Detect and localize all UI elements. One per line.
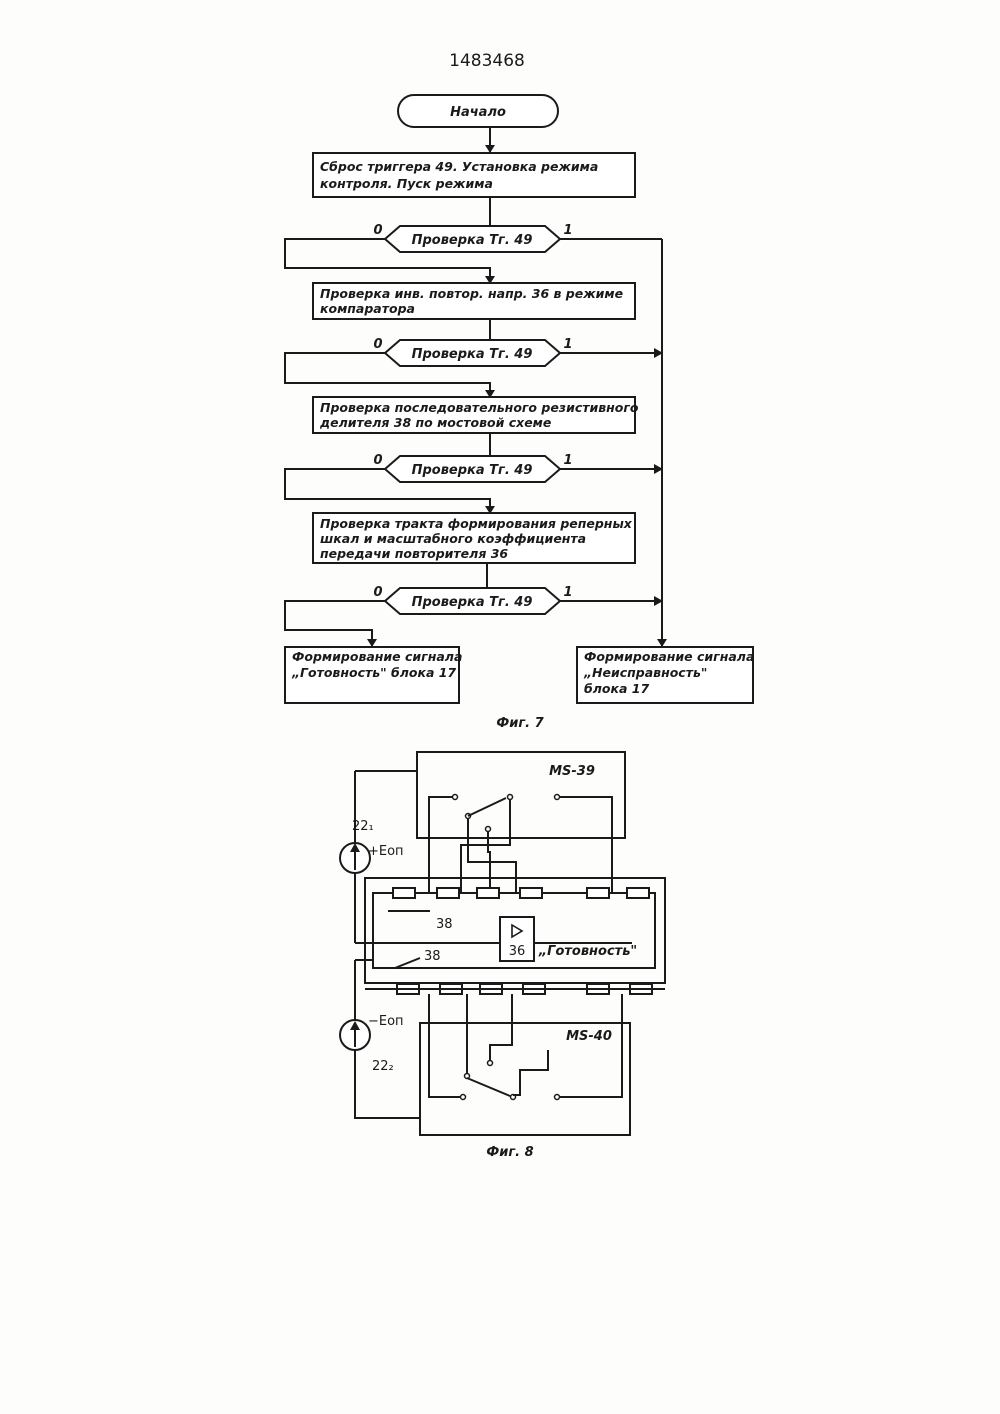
- wire: [490, 994, 512, 1061]
- contact: [488, 1061, 493, 1066]
- decision-3-zero: 0: [373, 453, 382, 468]
- wire: [513, 1050, 548, 1095]
- fig7-caption: Фиг. 7: [496, 716, 544, 731]
- ms40-label: MS-40: [566, 1029, 612, 1044]
- leader-line: [395, 958, 420, 968]
- resistor: [393, 888, 415, 898]
- circuit-diagram: MS-39 22₁ +Eоп: [340, 752, 665, 1160]
- fault-line1: Формирование сигнала: [584, 649, 754, 664]
- ready-line1: Формирование сигнала: [292, 649, 462, 664]
- e-minus-label: −Eоп: [368, 1014, 404, 1029]
- decision-1-zero: 0: [373, 223, 382, 238]
- step4-line2: шкал и масштабного коэффициента: [320, 531, 586, 546]
- fig8-caption: Фиг. 8: [486, 1145, 533, 1160]
- fault-line3: блока 17: [584, 681, 649, 696]
- contact: [508, 795, 513, 800]
- contact: [453, 795, 458, 800]
- divider-38-top-label: 38: [436, 917, 453, 932]
- flowchart: Начало Сброс триггера 49. Установка режи…: [285, 95, 754, 731]
- wire: [560, 994, 622, 1097]
- step2-line2: компаратора: [320, 301, 415, 316]
- resistor: [627, 888, 649, 898]
- contact: [555, 1095, 560, 1100]
- page-number: 1483468: [449, 51, 525, 71]
- step3-line2: делителя 38 по мостовой схеме: [319, 415, 551, 430]
- arrow-head: [657, 639, 667, 647]
- arrow-head: [367, 639, 377, 647]
- wire: [468, 818, 516, 893]
- decision-4-zero: 0: [373, 585, 382, 600]
- contact: [486, 827, 491, 832]
- step4-line3: передачи повторителя 36: [320, 546, 508, 561]
- decision-3-label: Проверка Тг. 49: [412, 463, 533, 478]
- decision-2-label: Проверка Тг. 49: [412, 347, 533, 362]
- source-22-2-label: 22₂: [372, 1059, 394, 1074]
- decision-4-label: Проверка Тг. 49: [412, 595, 533, 610]
- arrow-head: [485, 145, 495, 153]
- ready-line2: „Готовность" блока 17: [291, 665, 456, 680]
- e-plus-label: +Eоп: [368, 844, 404, 859]
- resistor: [437, 888, 459, 898]
- decision-1-one: 1: [563, 223, 572, 238]
- switch-blade: [467, 1078, 510, 1096]
- amplifier-36-label: 36: [509, 944, 526, 959]
- decision-1-label: Проверка Тг. 49: [412, 233, 533, 248]
- contact: [461, 1095, 466, 1100]
- fault-line2: „Неисправность": [583, 665, 707, 680]
- ms39-label: MS-39: [549, 764, 595, 779]
- source-22-1-label: 22₁: [352, 819, 374, 834]
- decision-4-one: 1: [563, 585, 572, 600]
- resistor: [587, 888, 609, 898]
- decision-2-zero: 0: [373, 337, 382, 352]
- step3-line1: Проверка последовательного резистивного: [320, 400, 639, 415]
- step1-line2: контроля. Пуск режима: [320, 176, 493, 191]
- decision-2-one: 1: [563, 337, 572, 352]
- divider-38-bottom-label: 38: [424, 949, 441, 964]
- ready-output-label: „Готовность": [538, 944, 637, 959]
- step2-line1: Проверка инв. повтор. напр. 36 в режиме: [320, 286, 623, 301]
- resistor: [477, 888, 499, 898]
- resistor: [520, 888, 542, 898]
- step4-line1: Проверка тракта формирования реперных: [320, 516, 633, 531]
- start-label: Начало: [450, 105, 506, 120]
- switch-blade: [468, 798, 506, 816]
- decision-3-one: 1: [563, 453, 572, 468]
- contact: [555, 795, 560, 800]
- step1-line1: Сброс триггера 49. Установка режима: [320, 159, 598, 174]
- wire: [429, 994, 460, 1097]
